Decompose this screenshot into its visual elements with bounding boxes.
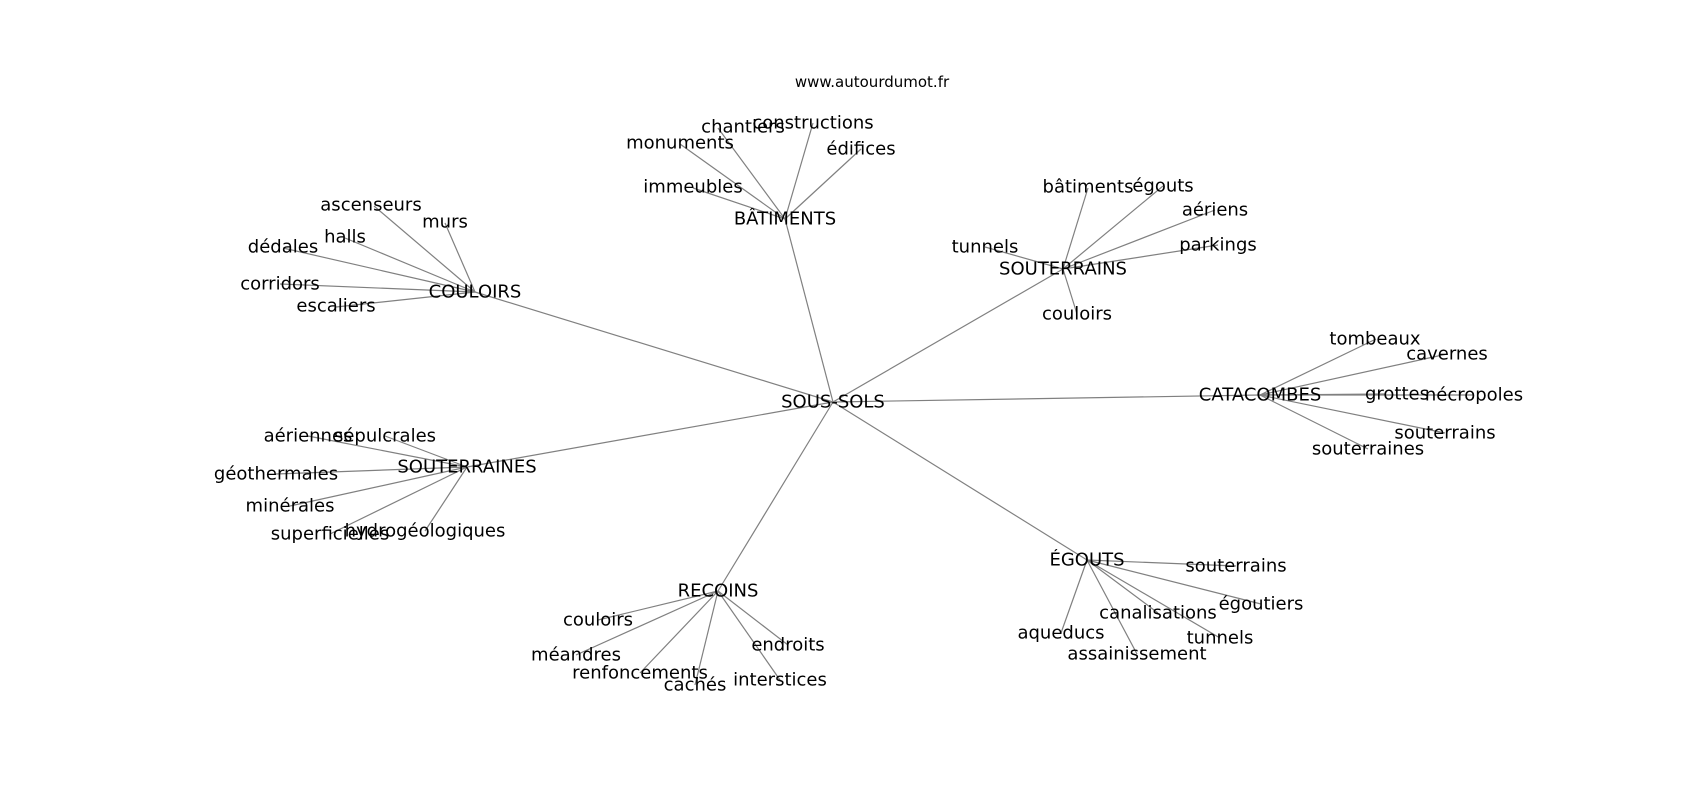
couloirs-hub-node[interactable]: COULOIRS bbox=[429, 282, 522, 303]
root-node[interactable]: SOUS-SOLS bbox=[781, 392, 885, 413]
souterrains-hub-leaf-2[interactable]: aériens bbox=[1182, 200, 1248, 221]
catacombes-hub-leaf-4[interactable]: souterrains bbox=[1394, 423, 1495, 444]
edge-souterraines-hub-leaf-3 bbox=[289, 466, 468, 507]
edge-souterrains-hub-leaf-5 bbox=[1062, 268, 1078, 315]
edge-souterraines-hub-leaf-1 bbox=[384, 435, 468, 468]
catacombes-hub-leaf-1[interactable]: cavernes bbox=[1406, 344, 1488, 365]
watermark: www.autourdumot.fr bbox=[795, 73, 950, 91]
edge-root-batiments-hub bbox=[784, 218, 834, 403]
edge-root-egouts-hub bbox=[832, 401, 1088, 561]
souterrains-hub-leaf-1[interactable]: égouts bbox=[1132, 176, 1193, 197]
edge-souterraines-hub-leaf-5 bbox=[424, 466, 468, 532]
couloirs-hub-leaf-5[interactable]: escaliers bbox=[296, 296, 375, 317]
egouts-hub-node[interactable]: ÉGOUTS bbox=[1049, 549, 1124, 571]
recoins-hub-leaf-0[interactable]: couloirs bbox=[563, 610, 633, 631]
edge-catacombes-hub-leaf-0 bbox=[1259, 338, 1377, 396]
edge-souterrains-hub-leaf-2 bbox=[1062, 209, 1216, 270]
edge-root-souterrains-hub bbox=[832, 268, 1064, 403]
catacombes-hub-leaf-2[interactable]: grottes bbox=[1365, 384, 1429, 405]
edge-egouts-hub-leaf-5 bbox=[1086, 559, 1138, 655]
souterraines-hub-leaf-5[interactable]: hydrogéologiques bbox=[345, 521, 506, 542]
recoins-hub-leaf-2[interactable]: endroits bbox=[751, 635, 824, 656]
recoins-hub-leaf-1[interactable]: méandres bbox=[531, 645, 621, 666]
edge-souterrains-hub-leaf-1 bbox=[1062, 185, 1164, 270]
egouts-hub-leaf-2[interactable]: canalisations bbox=[1099, 603, 1217, 624]
batiments-hub-leaf-3[interactable]: édifices bbox=[826, 139, 895, 160]
edge-catacombes-hub-leaf-5 bbox=[1259, 394, 1369, 450]
catacombes-hub-leaf-5[interactable]: souterraines bbox=[1312, 439, 1424, 460]
edge-batiments-hub-leaf-2 bbox=[679, 143, 786, 220]
edge-root-recoins-hub bbox=[717, 401, 834, 592]
edge-souterraines-hub-leaf-2 bbox=[275, 466, 468, 475]
couloirs-hub-leaf-2[interactable]: halls bbox=[324, 227, 366, 248]
catacombes-hub-leaf-0[interactable]: tombeaux bbox=[1329, 329, 1421, 350]
catacombes-hub-node[interactable]: CATACOMBES bbox=[1199, 385, 1322, 406]
edge-couloirs-hub-leaf-0 bbox=[373, 205, 476, 293]
edge-root-souterraines-hub bbox=[466, 401, 834, 468]
edge-egouts-hub-leaf-1 bbox=[1086, 559, 1262, 605]
edge-couloirs-hub-leaf-3 bbox=[282, 247, 476, 293]
edge-batiments-hub-leaf-3 bbox=[784, 148, 862, 220]
souterrains-hub-leaf-4[interactable]: tunnels bbox=[952, 237, 1019, 258]
batiments-hub-leaf-4[interactable]: immeubles bbox=[643, 177, 742, 198]
edge-catacombes-hub-leaf-4 bbox=[1259, 394, 1446, 434]
couloirs-hub-leaf-3[interactable]: dédales bbox=[248, 237, 318, 258]
edge-recoins-hub-leaf-3 bbox=[639, 590, 719, 674]
egouts-hub-leaf-1[interactable]: égoutiers bbox=[1219, 594, 1304, 615]
edge-egouts-hub-leaf-3 bbox=[1086, 559, 1221, 639]
edge-egouts-hub-leaf-0 bbox=[1086, 559, 1237, 567]
batiments-hub-leaf-2[interactable]: monuments bbox=[626, 133, 734, 154]
recoins-hub-leaf-5[interactable]: interstices bbox=[733, 670, 827, 691]
edge-root-couloirs-hub bbox=[474, 291, 834, 403]
recoins-hub-leaf-4[interactable]: cachés bbox=[664, 675, 727, 696]
edge-couloirs-hub-leaf-5 bbox=[335, 291, 476, 308]
edge-souterrains-hub-leaf-4 bbox=[984, 246, 1064, 270]
edge-souterraines-hub-leaf-0 bbox=[307, 435, 468, 468]
edge-catacombes-hub-leaf-1 bbox=[1259, 353, 1448, 396]
egouts-hub-leaf-4[interactable]: aqueducs bbox=[1017, 623, 1104, 644]
edge-souterraines-hub-leaf-4 bbox=[329, 466, 468, 535]
edge-souterrains-hub-leaf-0 bbox=[1062, 187, 1089, 270]
edge-recoins-hub-leaf-0 bbox=[597, 590, 719, 621]
edge-recoins-hub-leaf-2 bbox=[717, 590, 789, 646]
batiments-hub-leaf-1[interactable]: constructions bbox=[752, 113, 873, 134]
souterrains-hub-leaf-5[interactable]: couloirs bbox=[1042, 304, 1112, 325]
souterraines-hub-leaf-0[interactable]: aériennes bbox=[264, 426, 353, 447]
edge-egouts-hub-leaf-2 bbox=[1086, 559, 1159, 614]
souterrains-hub-leaf-3[interactable]: parkings bbox=[1179, 235, 1257, 256]
edge-recoins-hub-leaf-4 bbox=[694, 590, 719, 686]
couloirs-hub-leaf-0[interactable]: ascenseurs bbox=[320, 195, 421, 216]
edge-root-catacombes-hub bbox=[832, 394, 1261, 403]
edge-batiments-hub-leaf-0 bbox=[717, 127, 786, 220]
egouts-hub-leaf-3[interactable]: tunnels bbox=[1187, 628, 1254, 649]
egouts-hub-leaf-5[interactable]: assainissement bbox=[1067, 644, 1206, 665]
souterraines-hub-leaf-4[interactable]: superficielles bbox=[271, 524, 389, 545]
souterraines-hub-node[interactable]: SOUTERRAINES bbox=[397, 457, 536, 478]
edge-recoins-hub-leaf-5 bbox=[717, 590, 781, 681]
couloirs-hub-leaf-4[interactable]: corridors bbox=[240, 274, 320, 295]
batiments-hub-leaf-0[interactable]: chantiers bbox=[701, 117, 785, 138]
edges bbox=[275, 122, 1474, 686]
edge-batiments-hub-leaf-4 bbox=[692, 187, 786, 220]
souterraines-hub-leaf-1[interactable]: sépulcrales bbox=[334, 426, 436, 447]
souterraines-hub-leaf-2[interactable]: géothermales bbox=[214, 464, 338, 485]
edge-couloirs-hub-leaf-2 bbox=[344, 237, 476, 293]
recoins-hub-node[interactable]: RECOINS bbox=[678, 581, 759, 602]
souterrains-hub-node[interactable]: SOUTERRAINS bbox=[999, 259, 1127, 280]
edge-couloirs-hub-leaf-1 bbox=[444, 222, 476, 293]
edge-couloirs-hub-leaf-4 bbox=[279, 283, 476, 293]
couloirs-hub-leaf-1[interactable]: murs bbox=[422, 212, 468, 233]
catacombes-hub-leaf-3[interactable]: nécropoles bbox=[1425, 385, 1523, 406]
egouts-hub-leaf-0[interactable]: souterrains bbox=[1185, 556, 1286, 577]
souterrains-hub-leaf-0[interactable]: bâtiments bbox=[1043, 177, 1134, 198]
edge-souterrains-hub-leaf-3 bbox=[1062, 244, 1219, 270]
batiments-hub-node[interactable]: BÂTIMENTS bbox=[734, 208, 836, 230]
edge-egouts-hub-leaf-4 bbox=[1060, 559, 1088, 634]
souterraines-hub-leaf-3[interactable]: minérales bbox=[246, 496, 335, 517]
edge-batiments-hub-leaf-1 bbox=[784, 122, 814, 220]
recoins-hub-leaf-3[interactable]: renfoncements bbox=[572, 663, 708, 684]
edge-recoins-hub-leaf-1 bbox=[575, 590, 719, 656]
